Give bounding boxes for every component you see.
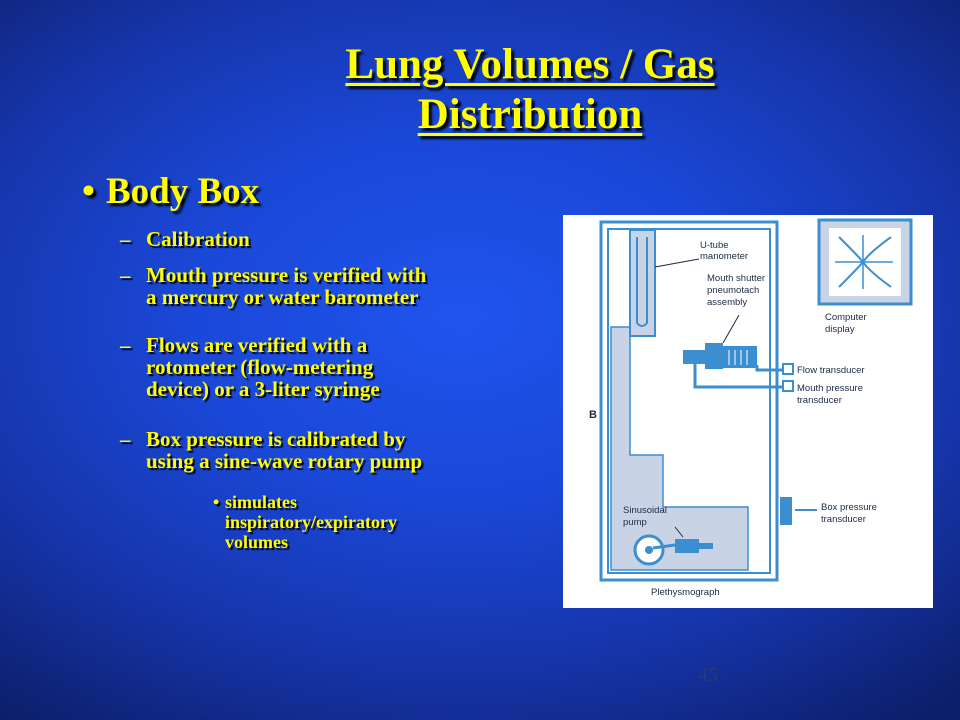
label-u-tube-2: manometer (700, 251, 748, 262)
sub-item-line: device) or a 3-liter syringe (146, 377, 380, 401)
label-sinusoidal-2: pump (623, 517, 647, 528)
label-mouth-shutter-3: assembly (707, 297, 747, 308)
bullet-text: Body Box (106, 171, 260, 212)
label-computer-1: Computer (825, 312, 867, 323)
label-b: B (589, 409, 597, 421)
title-line-1: Lung Volumes / Gas (345, 41, 715, 88)
pneumotach (723, 346, 757, 368)
pump-rod (652, 543, 676, 550)
bullet-glyph: • (82, 171, 95, 212)
sub-sub-item-simulates: • simulates inspiratory/expiratory volum… (213, 492, 513, 552)
mouth-shutter-leader (722, 314, 740, 344)
sub-item-mouth-pressure: – Mouth pressure is verified with a merc… (120, 264, 520, 308)
pump-axle (645, 546, 653, 554)
sub-item-dash: – (120, 427, 131, 451)
sub-item-line: Flows are verified with a (146, 333, 368, 357)
sub-item-flows: – Flows are verified with a rotometer (f… (120, 334, 520, 400)
sub-sub-line: volumes (225, 532, 288, 552)
label-flow-transducer: Flow transducer (797, 365, 865, 376)
sub-item-box-pressure: – Box pressure is calibrated by using a … (120, 428, 520, 472)
plethysmograph-svg: U-tube manometer Mouth shutter pneumotac… (589, 218, 913, 598)
sub-item-dash: – (120, 333, 131, 357)
flow-transducer-box (782, 363, 794, 375)
sub-item-dash: – (120, 263, 131, 287)
title-line-2: Distribution (417, 91, 643, 138)
label-mouth-pressure-2: transducer (797, 395, 842, 406)
sub-item-dash: – (120, 227, 131, 251)
seat-area (610, 326, 749, 571)
page-number: 45 (698, 664, 718, 686)
label-mouth-pressure-1: Mouth pressure (797, 383, 863, 394)
label-mouth-shutter-1: Mouth shutter (707, 273, 765, 284)
sub-sub-line: inspiratory/expiratory (225, 512, 397, 532)
pump-outlet (699, 543, 713, 549)
bullet-body-box: • Body Box (82, 170, 259, 214)
shutter (705, 343, 723, 369)
pump-leader (674, 526, 684, 538)
sub-item-calibration: – Calibration (120, 228, 520, 250)
sub-sub-glyph: • (213, 492, 220, 512)
slide-title: Lung Volumes / Gas Distribution (230, 40, 830, 140)
label-box-pressure-2: transducer (821, 514, 866, 525)
label-mouth-shutter-2: pneumotach (707, 285, 759, 296)
label-sinusoidal-1: Sinusoidal (623, 505, 667, 516)
mouth-pressure-transducer-box (782, 380, 794, 392)
sub-item-line: using a sine-wave rotary pump (146, 449, 423, 473)
box-outer-wall (599, 220, 779, 582)
plethysmograph-diagram: U-tube manometer Mouth shutter pneumotac… (563, 215, 933, 608)
u-tube-line (636, 237, 648, 327)
label-u-tube-1: U-tube (700, 240, 729, 251)
box-pressure-transducer-box (780, 497, 792, 525)
sub-item-line: a mercury or water barometer (146, 285, 419, 309)
tube-to-flow-transducer (755, 365, 783, 372)
sub-item-line: Mouth pressure is verified with (146, 263, 427, 287)
sub-item-line: rotometer (flow-metering (146, 355, 374, 379)
label-box-pressure-1: Box pressure (821, 502, 877, 513)
mouthpiece (683, 350, 705, 364)
pump-piston (675, 539, 699, 553)
sub-sub-line: simulates (225, 492, 297, 512)
label-plethysmograph: Plethysmograph (651, 587, 720, 598)
u-tube-leader (654, 258, 700, 268)
tube-to-mouth-transducer (693, 364, 783, 389)
box-inner-wall (607, 228, 771, 574)
sub-item-line: Calibration (146, 227, 250, 251)
u-tube-manometer (629, 229, 656, 337)
sub-item-line: Box pressure is calibrated by (146, 427, 406, 451)
label-computer-2: display (825, 324, 855, 335)
